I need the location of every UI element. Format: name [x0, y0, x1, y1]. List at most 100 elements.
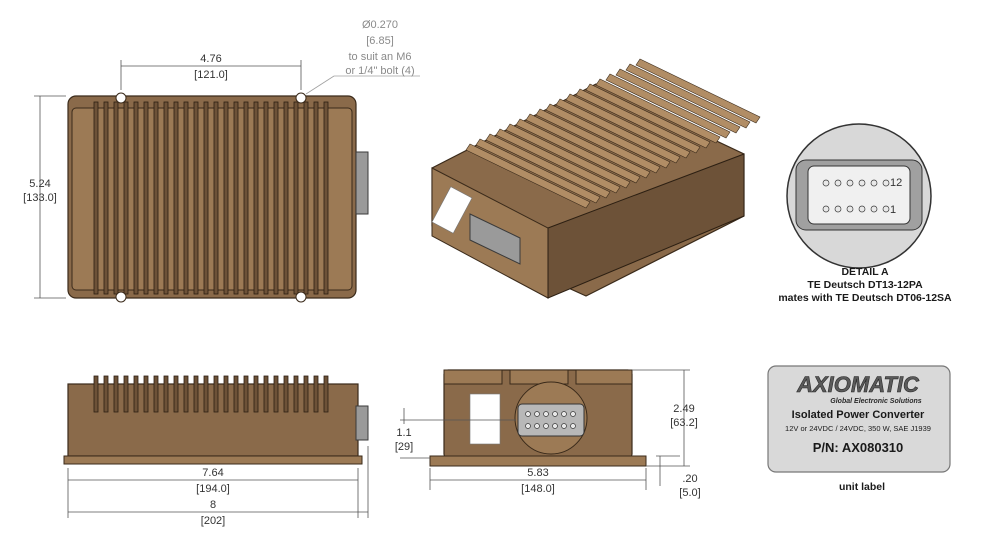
detail-pin	[858, 179, 866, 187]
unit-label-plate	[767, 365, 951, 473]
side-fin	[233, 375, 239, 413]
hole-note-dia: Ø0.270	[362, 19, 398, 31]
mount-hole-top-left	[115, 92, 127, 104]
detail-pin	[834, 179, 842, 187]
detail-pin	[882, 179, 890, 187]
side-fin	[203, 375, 209, 413]
side-fin	[303, 375, 309, 413]
top-fin	[143, 101, 149, 295]
top-view: 4.76 [121.0] 5.24 [133.0] Ø0.270 [6.85] …	[23, 19, 420, 303]
top-view-connector	[355, 151, 369, 215]
isometric-view	[431, 58, 761, 299]
iso-fin	[485, 133, 611, 199]
iso-connector	[469, 213, 521, 265]
detail-a: 12 1 DETAIL A TE Deutsch DT13-12PA mates…	[778, 123, 952, 304]
iso-fin	[505, 123, 631, 189]
front-pin	[561, 423, 567, 429]
detail-pin	[846, 205, 854, 213]
detail-pin	[870, 205, 878, 213]
detail-pin	[822, 179, 830, 187]
top-fin	[313, 101, 319, 295]
unit-label-caption: unit label	[839, 481, 885, 493]
front-width-in: 5.83	[527, 467, 548, 479]
side-fin	[253, 375, 259, 413]
detail-pin	[834, 205, 842, 213]
iso-fin	[615, 68, 741, 134]
side-fin	[153, 375, 159, 413]
iso-fin	[535, 108, 661, 174]
front-flange-mm: [5.0]	[679, 487, 700, 499]
top-fin	[183, 101, 189, 295]
side-fin	[263, 375, 269, 413]
unit-label-tagline: Global Electronic Solutions	[830, 398, 922, 405]
front-pin	[525, 423, 531, 429]
side-view-connector	[355, 405, 369, 441]
top-height-mm: [133.0]	[23, 192, 57, 204]
front-view-top-rib-2	[509, 369, 569, 385]
iso-fins	[465, 58, 761, 209]
side-view-fins	[93, 375, 329, 413]
side-fin	[273, 375, 279, 413]
side-fin	[123, 375, 129, 413]
detail-pin	[858, 205, 866, 213]
side-fin	[163, 375, 169, 413]
hole-note-m6: to suit an M6	[349, 51, 412, 63]
iso-fin	[575, 88, 701, 154]
side-fin	[313, 375, 319, 413]
detail-line2: mates with TE Deutsch DT06-12SA	[778, 292, 952, 304]
side-inner-in: 7.64	[202, 467, 223, 479]
iso-fin	[525, 113, 651, 179]
side-fin	[193, 375, 199, 413]
top-height-in: 5.24	[29, 178, 50, 190]
hole-note-mm: [6.85]	[366, 35, 394, 47]
side-fin	[293, 375, 299, 413]
side-fin	[213, 375, 219, 413]
iso-fin	[565, 93, 691, 159]
detail-pin-bottom: 1	[890, 204, 896, 216]
top-fin	[233, 101, 239, 295]
side-fin	[283, 375, 289, 413]
top-fin	[303, 101, 309, 295]
front-view-label-plate	[469, 393, 501, 445]
side-fin	[103, 375, 109, 413]
detail-title: DETAIL A	[841, 266, 888, 278]
top-width-in: 4.76	[200, 53, 221, 65]
top-fin	[213, 101, 219, 295]
iso-fin	[555, 98, 681, 164]
iso-side-face	[547, 153, 745, 299]
top-fin	[193, 101, 199, 295]
detail-pin	[846, 179, 854, 187]
detail-line1: TE Deutsch DT13-12PA	[807, 279, 923, 291]
front-pin	[570, 423, 576, 429]
side-fin	[93, 375, 99, 413]
unit-label-product: Isolated Power Converter	[792, 409, 925, 421]
top-fin	[163, 101, 169, 295]
iso-fin	[635, 58, 761, 124]
mount-hole-bottom-right	[295, 291, 307, 303]
top-fin	[203, 101, 209, 295]
iso-fin	[625, 63, 751, 129]
front-view-flange	[429, 455, 647, 467]
side-overall-mm: [202]	[201, 515, 225, 527]
front-pin	[543, 411, 549, 417]
top-view-inner-plate	[71, 107, 353, 291]
top-fin	[223, 101, 229, 295]
top-fin	[243, 101, 249, 295]
front-conn-height-mm: [29]	[395, 441, 413, 453]
front-height-in: 2.49	[673, 403, 694, 415]
hole-note-bolt: or 1/4" bolt (4)	[345, 65, 414, 77]
front-pin	[552, 423, 558, 429]
front-height-mm: [63.2]	[670, 417, 698, 429]
front-view-top-rib-1	[443, 369, 503, 385]
iso-label-plate	[431, 186, 473, 234]
top-fin	[263, 101, 269, 295]
side-fin	[113, 375, 119, 413]
side-fin	[323, 375, 329, 413]
iso-fin	[465, 143, 591, 209]
front-pin	[552, 411, 558, 417]
top-fin	[93, 101, 99, 295]
top-fin	[293, 101, 299, 295]
top-fin	[173, 101, 179, 295]
iso-fin	[595, 78, 721, 144]
detail-pin	[882, 205, 890, 213]
